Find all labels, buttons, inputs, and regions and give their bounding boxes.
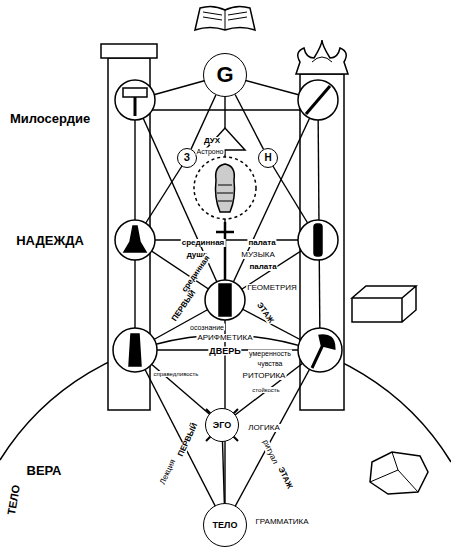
chamber-label: палата — [247, 239, 276, 247]
virtue-label: Милосердие — [9, 112, 91, 125]
virtue-label: ВЕРА — [26, 464, 63, 477]
node-text: G — [216, 64, 233, 86]
ritual-label: ритуал — [261, 438, 280, 466]
lecture-label: Лекция — [158, 457, 177, 486]
book-lines — [203, 10, 247, 30]
tree-connector — [235, 95, 263, 150]
crossed-swords — [206, 409, 238, 441]
virtue-label: НАДЕЖДА — [15, 234, 85, 247]
virtue-note: умеренность — [248, 350, 292, 357]
virtue-note: стойкость — [251, 387, 280, 393]
spirit-label: ДУХ — [203, 137, 221, 145]
rule-tool — [306, 86, 330, 114]
node-text: ЭГО — [213, 421, 231, 430]
body-circle: ТЕЛО — [203, 503, 247, 547]
book-symbol — [195, 6, 255, 30]
art-label: ЛОГИКА — [247, 424, 281, 432]
gavel-handle — [134, 97, 137, 116]
small-circle: З — [177, 148, 197, 168]
pillar-tool — [219, 284, 231, 316]
body-label: ТЕЛО — [6, 483, 22, 517]
floor-label: ЭТАЖ — [276, 465, 294, 491]
rough-ashlar — [370, 452, 428, 494]
rough-ashlar-cracks — [370, 452, 418, 492]
mummy-figure — [216, 164, 235, 212]
tree-connector — [223, 442, 225, 503]
node-text: Н — [264, 153, 271, 163]
art-label: АРИФМЕТИКА — [196, 334, 253, 342]
small-circle: Н — [258, 148, 278, 168]
art-label: ГЕОМЕТРИЯ — [246, 284, 298, 292]
art-label: Астроно — [196, 148, 225, 155]
senses-label: чувства — [256, 360, 283, 367]
node-text: З — [184, 153, 190, 163]
axe-tool — [312, 336, 334, 368]
art-label: РИТОРИКА — [242, 372, 287, 380]
floor-label: ПЕРВЫЙ — [170, 288, 198, 324]
top-circle: G — [203, 53, 247, 97]
virtue-note: справедливость — [153, 371, 200, 377]
mummy-bands — [217, 185, 233, 201]
door-label: ДВЕРЬ — [208, 347, 241, 356]
dotted-circle — [194, 157, 256, 219]
chisel-tool — [129, 334, 141, 366]
chamber-label: срединная — [181, 239, 226, 247]
perfect-ashlar — [352, 286, 416, 322]
tool-circles — [113, 80, 342, 372]
art-label: МУЗЫКА — [240, 251, 275, 259]
gavel-head — [123, 88, 147, 97]
capital-leaf — [312, 57, 332, 62]
art-label: ГРАММАТИКА — [254, 518, 309, 526]
chisel-tool — [314, 224, 322, 256]
pillar-capital — [101, 44, 157, 58]
virtue-note: осознание — [189, 324, 225, 331]
plumb-tool — [124, 226, 146, 252]
corinthian-capital — [296, 40, 348, 74]
ego-circle: ЭГО — [205, 408, 239, 442]
tree-lines — [135, 75, 320, 525]
node-text: ТЕЛО — [213, 521, 238, 530]
chamber-label: палата — [248, 263, 277, 271]
